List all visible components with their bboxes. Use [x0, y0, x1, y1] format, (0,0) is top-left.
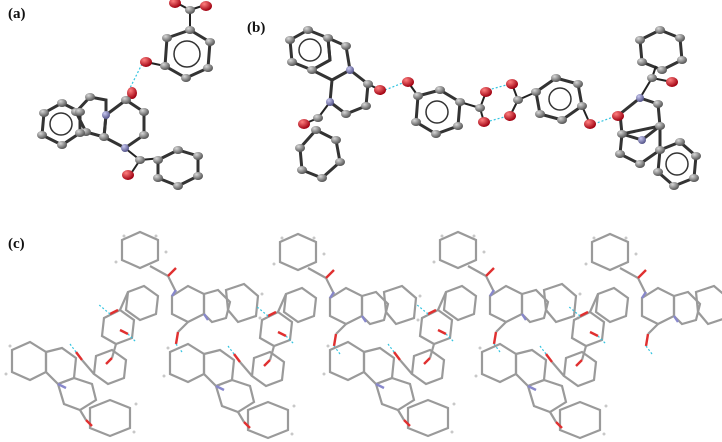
cyclohexyl-a — [156, 148, 200, 188]
pyrazinone-ring-a — [102, 98, 146, 150]
dimer-b — [288, 28, 698, 188]
packing-unit — [473, 232, 722, 440]
molecule-a — [40, 1, 212, 188]
hbond-b-left — [384, 81, 406, 91]
panel-label-c: (c) — [8, 236, 25, 252]
packing-unit — [4, 230, 264, 438]
packing-unit — [161, 232, 423, 440]
hbond-a — [127, 63, 143, 93]
atoms-a — [37, 0, 215, 190]
atoms-b — [285, 26, 701, 190]
panel-label-a: (a) — [8, 6, 26, 22]
panel-label-b: (b) — [247, 20, 266, 36]
packing-unit — [321, 230, 583, 438]
